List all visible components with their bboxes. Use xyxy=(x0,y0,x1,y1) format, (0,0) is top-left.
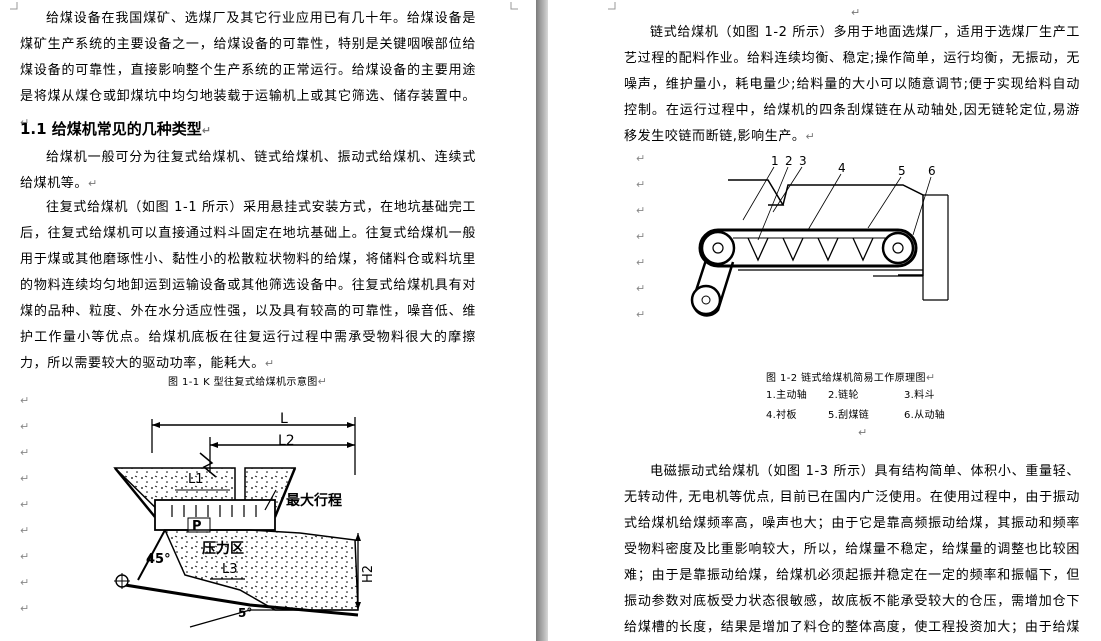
paragraph-mark-icon: ↵ xyxy=(858,426,868,439)
label-L3: L3 xyxy=(222,562,238,577)
empty-paragraph-marks: ↵↵↵↵↵↵↵↵↵ xyxy=(20,394,30,615)
paragraph-mark-icon: ↵ xyxy=(925,371,936,384)
part-number-3: 3 xyxy=(799,154,807,168)
section-heading[interactable]: 1.1 给煤机常见的几种类型↵ xyxy=(20,120,212,138)
paragraph-mark-icon: ↵ xyxy=(201,124,212,137)
label-pressure-zone: 压力区 xyxy=(202,540,244,557)
part-number-5: 5 xyxy=(898,164,906,178)
legend-item-1: 1.主动轴 xyxy=(766,390,808,401)
figure-caption-1-2[interactable]: 图 1-2 链式给煤机简易工作原理图↵ xyxy=(766,371,936,384)
cursor-mark: ↵ xyxy=(851,6,861,19)
label-angle-45: 45° xyxy=(146,552,171,567)
figure-1-2-chain-feeder-diagram: 1 2 3 4 5 6 xyxy=(690,154,949,317)
label-max-stroke: 最大行程 xyxy=(286,492,342,509)
paragraph-mark-icon: ↵ xyxy=(264,357,275,370)
dim-label-L: L xyxy=(280,411,288,427)
left-page: 给煤设备在我国煤矿、选煤厂及其它行业应用已有几十年。给煤设备是煤矿生产系统的主要… xyxy=(0,0,536,641)
paragraph-reciprocating[interactable]: 往复式给煤机（如图 1-1 所示）采用悬挂式安装方式，在地坑基础完工后，往复式给… xyxy=(20,200,476,371)
right-page: ↵ 链式给煤机（如图 1-2 所示）多用于地面选煤厂，适用于选煤厂生产工艺过程的… xyxy=(548,0,1101,641)
dim-label-L1: L1 xyxy=(188,472,204,487)
legend-item-5: 5.刮煤链 xyxy=(828,410,870,421)
paragraph-chain-feeder[interactable]: 链式给煤机（如图 1-2 所示）多用于地面选煤厂，适用于选煤厂生产工艺过程的配料… xyxy=(624,25,1080,144)
figure-caption-1-1[interactable]: 图 1-1 K 型往复式给煤机示意图↵ xyxy=(168,375,328,388)
paragraph-vibrating-feeder[interactable]: 电磁振动式给煤机（如图 1-3 所示）具有结构简单、体积小、重量轻、无转动件, … xyxy=(624,464,1080,635)
paragraph-mark-icon: ↵ xyxy=(805,130,816,143)
dim-label-L2: L2 xyxy=(278,433,295,449)
paragraph-mark-icon: ↵ xyxy=(88,177,98,190)
figure-1-2-legend: 1.主动轴 2.链轮 3.料斗 4.衬板 5.刮煤链 6.从动轴 xyxy=(766,386,1006,426)
legend-item-6: 6.从动轴 xyxy=(904,410,946,421)
crop-mark-top-left xyxy=(10,2,18,10)
label-angle-5: 5° xyxy=(238,606,252,620)
legend-item-4: 4.衬板 xyxy=(766,410,797,421)
part-number-6: 6 xyxy=(928,164,936,178)
dim-label-H2: H2 xyxy=(361,565,376,583)
part-number-4: 4 xyxy=(838,161,846,175)
paragraph-intro[interactable]: 给煤设备在我国煤矿、选煤厂及其它行业应用已有几十年。给煤设备是煤矿生产系统的主要… xyxy=(20,11,476,129)
paragraph-mark-icon: ↵ xyxy=(317,375,328,388)
paragraph-mark-icon: ↵ xyxy=(20,116,30,129)
page-gutter-divider xyxy=(536,0,548,641)
empty-paragraph-marks: ↵↵↵↵↵↵↵ xyxy=(636,152,646,321)
legend-item-2: 2.链轮 xyxy=(828,390,859,401)
paragraph-types[interactable]: 给煤机一般可分为往复式给煤机、链式给煤机、振动式给煤机、连续式给煤机等。↵ xyxy=(20,150,476,191)
label-P: P xyxy=(192,519,202,534)
part-number-1: 1 xyxy=(771,154,779,168)
figure-1-1-reciprocating-feeder-diagram: L L2 L1 P 最大行程 压力区 45° L3 H2 xyxy=(113,411,376,628)
crop-mark-top-right xyxy=(510,2,518,10)
crop-mark-top-left xyxy=(608,2,616,10)
part-number-2: 2 xyxy=(785,154,793,168)
legend-item-3: 3.料斗 xyxy=(904,390,935,401)
